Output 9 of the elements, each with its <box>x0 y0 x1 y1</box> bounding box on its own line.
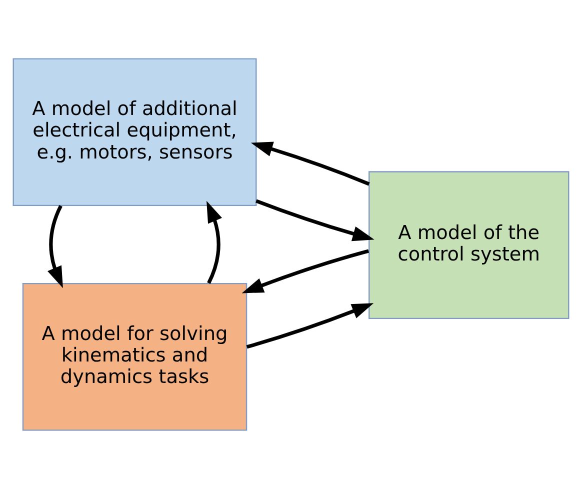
arrow <box>206 200 222 284</box>
arrow <box>250 141 370 186</box>
node-box: A model for solving kinematics and dynamics tasks <box>22 282 248 430</box>
arrow <box>242 248 370 293</box>
node-box: A model of the control system <box>368 170 570 319</box>
node-box: A model of additional electrical equipment, e.g. motors, sensors <box>12 58 257 206</box>
arrow <box>48 204 63 288</box>
arrow <box>256 198 374 241</box>
arrow <box>246 302 374 348</box>
